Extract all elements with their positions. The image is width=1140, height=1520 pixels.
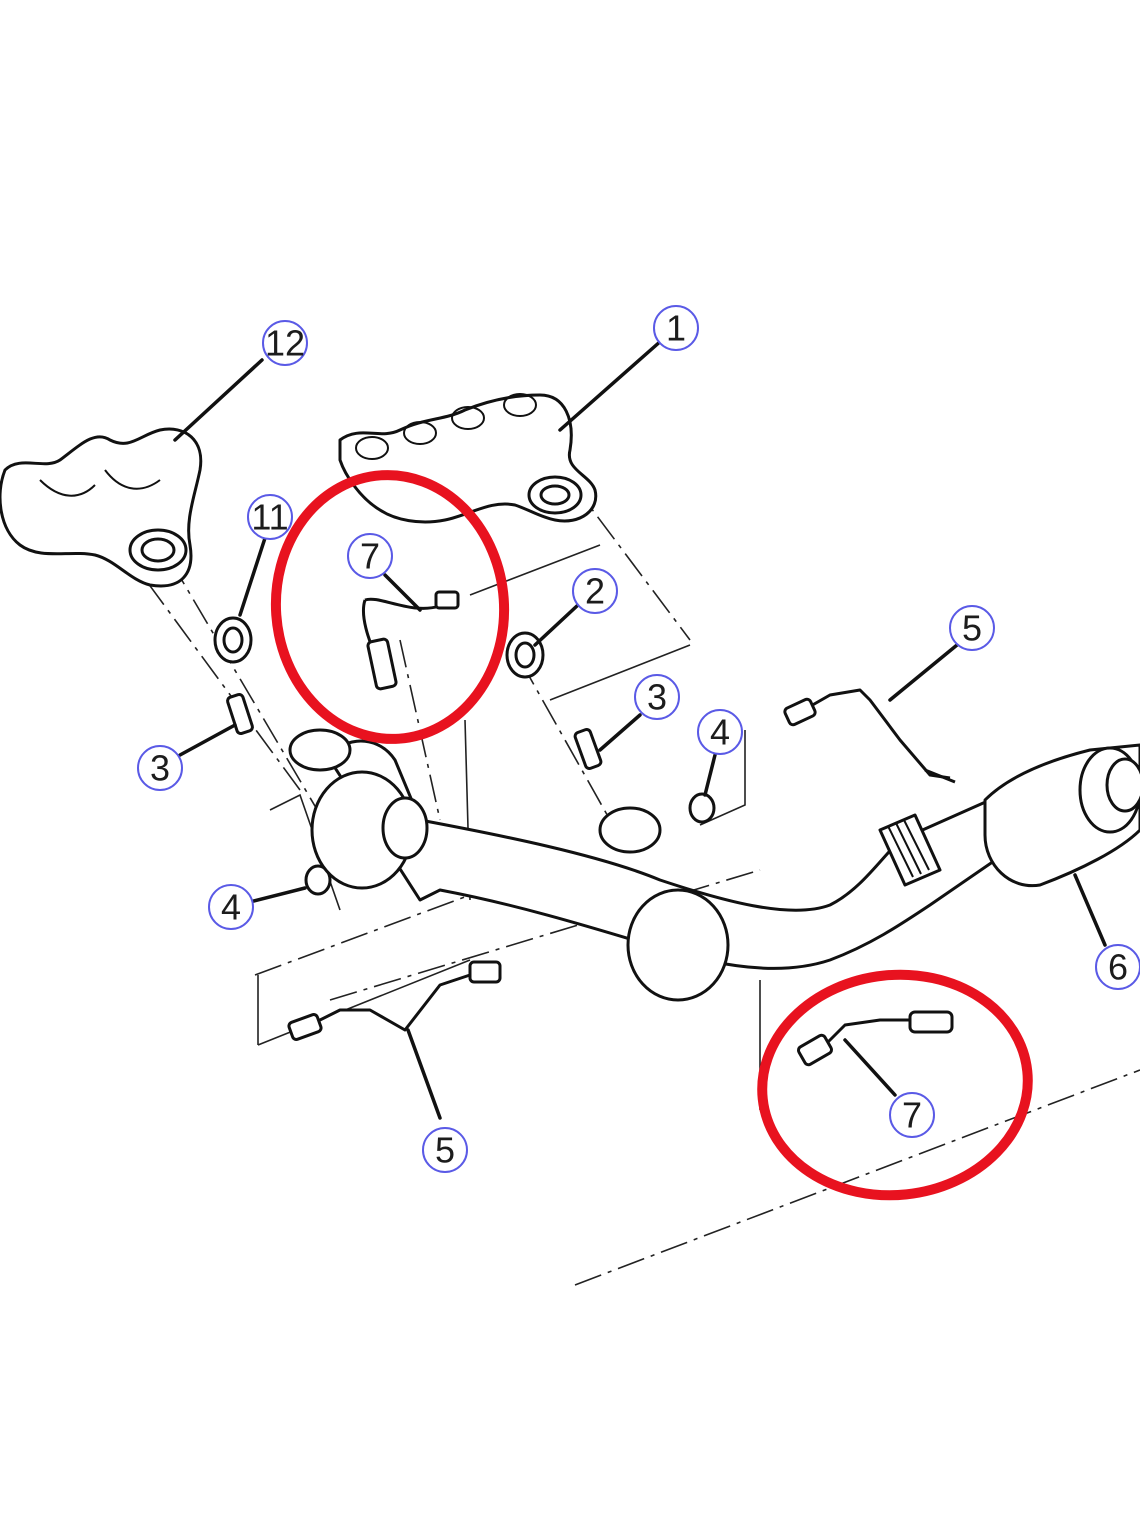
highlight-circles (270, 470, 1033, 1201)
leader-lines (173, 338, 1107, 1120)
callout-3-left-label: 3 (150, 748, 170, 789)
callout-11-label: 11 (251, 497, 288, 538)
callout-2: 2 (572, 568, 618, 614)
stud-left (226, 692, 254, 736)
callout-3-right-label: 3 (647, 677, 667, 718)
wiring-harness-lower (287, 960, 502, 1041)
callout-1: 1 (653, 305, 699, 351)
wiring-harness-upper (783, 688, 956, 784)
catalytic-converter (983, 743, 1140, 888)
gasket-left (213, 616, 253, 664)
callout-1-label: 1 (666, 308, 686, 349)
callout-5-right: 5 (949, 605, 995, 651)
oxygen-sensor-lower (796, 1010, 954, 1067)
callout-7-upper-label: 7 (360, 536, 380, 577)
callout-3-right: 3 (634, 674, 680, 720)
callout-6-label: 6 (1108, 947, 1128, 988)
callout-7-lower-label: 7 (902, 1095, 922, 1136)
callout-3-left: 3 (137, 745, 183, 791)
oxygen-sensor-upper (361, 590, 460, 691)
callout-5-bottom: 5 (422, 1127, 468, 1173)
gasket-right (505, 631, 545, 679)
stud-right (573, 728, 603, 770)
callout-2-label: 2 (585, 571, 605, 612)
exhaust-manifold-right (338, 393, 598, 524)
callout-7-lower: 7 (889, 1092, 935, 1138)
callout-4-left: 4 (208, 884, 254, 930)
exhaust-y-pipe (288, 728, 1012, 1002)
callout-5-bottom-label: 5 (435, 1130, 455, 1171)
callout-12-label: 12 (265, 323, 305, 364)
highlight-circle-lower-sensor (757, 969, 1033, 1201)
callout-4-left-label: 4 (221, 887, 241, 928)
callout-4-right-label: 4 (710, 712, 730, 753)
callout-4-right: 4 (697, 709, 743, 755)
callout-11: 11 (247, 494, 293, 540)
callout-6: 6 (1095, 944, 1140, 990)
callout-12: 12 (262, 320, 308, 366)
highlight-circle-upper-sensor (270, 470, 510, 744)
callout-7-upper: 7 (347, 533, 393, 579)
callout-5-right-label: 5 (962, 608, 982, 649)
nut-right (688, 792, 716, 824)
nut-left (304, 864, 332, 896)
exhaust-manifold-left (0, 427, 203, 588)
